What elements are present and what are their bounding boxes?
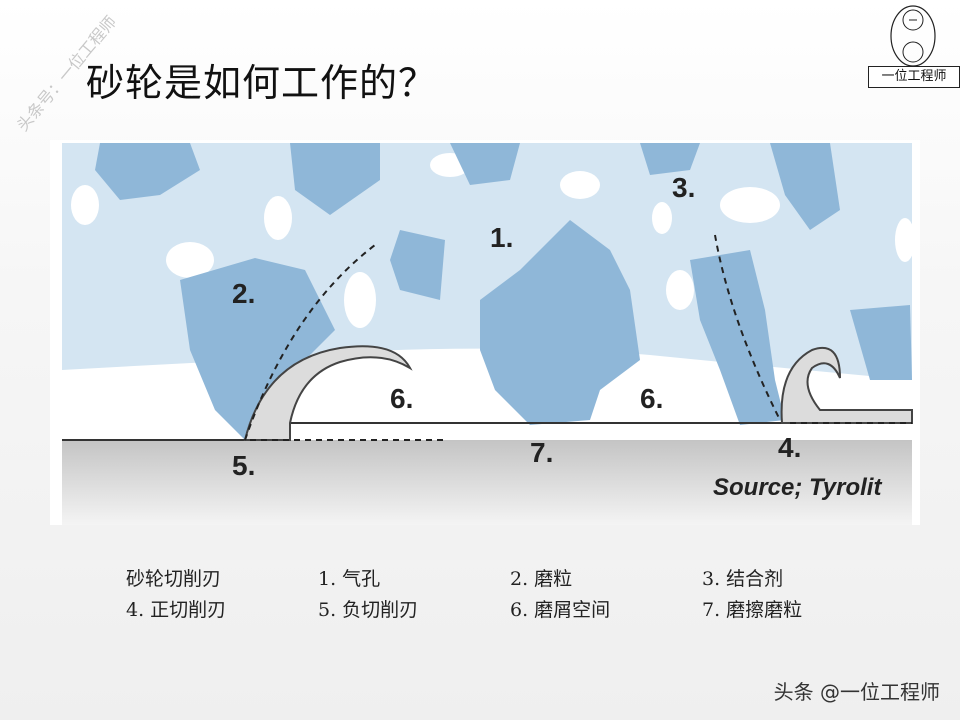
legend-item: 7. 磨擦磨粒 [702, 599, 803, 621]
legend-item: 4. 正切削刃 [126, 599, 227, 621]
chip-left [243, 345, 413, 441]
legend-item: 1. 气孔 [318, 568, 381, 590]
label-2: 2. [232, 278, 255, 309]
legend-item: 6. 磨屑空间 [510, 599, 611, 621]
label-4: 4. [778, 432, 801, 463]
legend-item: 2. 磨粒 [510, 568, 573, 590]
label-3: 3. [672, 172, 695, 203]
page-title: 砂轮是如何工作的？ [86, 61, 438, 105]
logo-label: 一位工程师 [868, 66, 960, 88]
legend-item: 砂轮切削刃 [126, 568, 222, 590]
legend-item: 5. 负切削刃 [318, 599, 419, 621]
source-credit: Source; Tyrolit [713, 474, 882, 501]
grains [95, 143, 912, 440]
legend-item: 3. 结合剂 [702, 568, 784, 590]
workpiece [62, 440, 912, 525]
label-1: 1. [490, 222, 513, 253]
pores [71, 146, 915, 385]
grinding-wheel-diagram: 1. 2. 3. 4. 5. 6. 6. 7. Source; Tyrolit [50, 140, 920, 525]
label-7: 7. [530, 437, 553, 468]
label-5: 5. [232, 450, 255, 481]
footer-attribution: 头条 @一位工程师 [773, 680, 940, 704]
chip-right [780, 347, 913, 424]
legend: 砂轮切削刃 1. 气孔 2. 磨粒 3. 结合剂 4. 正切削刃 5. 负切削刃… [126, 564, 894, 622]
label-6a: 6. [390, 383, 413, 414]
label-6b: 6. [640, 383, 663, 414]
